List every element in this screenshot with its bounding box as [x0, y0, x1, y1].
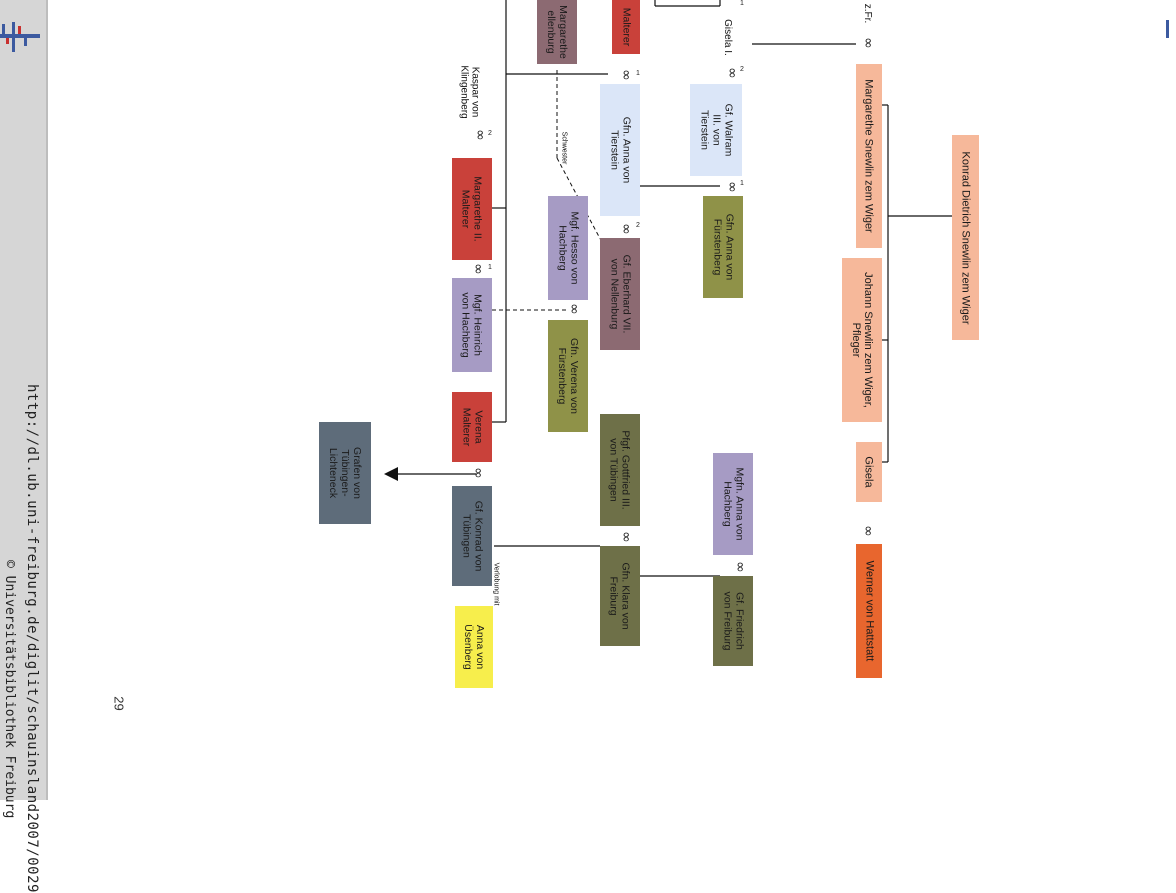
person-name: Verena Malterer	[459, 407, 484, 447]
person-name: Gfn. Verena von Fürstenberg	[556, 338, 581, 414]
person-anna-uesenberg: Anna von Üsenberg	[455, 606, 493, 688]
person-anna-hachberg: Mgfn. Anna von Hachberg	[713, 453, 753, 555]
person-name: Johann Snewlin zem Wiger, Pfleger	[850, 272, 875, 408]
person-johann-snewlin: Johann Snewlin zem Wiger, Pfleger	[842, 258, 882, 422]
marriage-order-2: 2	[488, 130, 492, 137]
person-margarethe-snewlin: Margarethe Snewlin zem Wiger	[856, 64, 882, 248]
label-verlobung: Verlobung mit	[488, 560, 502, 608]
family-tree: Konrad Dietrich Snewlin zem Wiger Margar…	[319, 0, 979, 688]
marriage-icon: ∞	[617, 223, 634, 235]
person-anna-tierstein: Gfn. Anna von Tierstein	[600, 84, 640, 216]
person-name: Gfn. Klara von Freiburg	[608, 562, 632, 630]
person-name: Gfn. Anna von Tierstein	[608, 116, 632, 184]
label-text: Schwester	[560, 131, 567, 165]
marriage-order-1: 1	[740, 0, 744, 7]
person-name: Konrad Dietrich Snewlin zem Wiger	[959, 150, 972, 325]
marriage-icon: ∞	[565, 303, 582, 315]
person-name: Grafen von Tübingen- Lichteneck	[326, 447, 363, 499]
marriage-icon: ∞	[617, 69, 634, 81]
person-name: Mgf. Heinrich von Hachberg	[460, 292, 484, 358]
label-schwester: Schwester	[556, 128, 570, 168]
person-werner-hattstatt: Werner von Hattstatt	[856, 544, 882, 678]
person-name: Anna von Üsenberg	[462, 624, 486, 670]
edge-marker	[1166, 20, 1169, 38]
person-name: Kaspar von Klingenberg	[459, 65, 481, 119]
person-name: Margarethe II. Malterer	[460, 176, 484, 242]
marriage-icon: ∞	[471, 129, 488, 141]
person-name: Gf. Walram III. von Tierstein	[698, 103, 735, 157]
marriage-icon: ∞	[731, 561, 748, 573]
person-name: Gisela I.	[721, 18, 733, 56]
person-walram-tierstein: Gf. Walram III. von Tierstein	[690, 84, 742, 176]
marriage-order-1: 1	[636, 70, 640, 77]
person-name: Gfn. Anna von Fürstenberg	[711, 213, 735, 281]
marriage-icon: ∞	[723, 181, 740, 193]
descendants-grafen-tuebingen: Grafen von Tübingen- Lichteneck	[319, 422, 371, 524]
marriage-order-1: 1	[488, 264, 492, 271]
marriage-order-2: 2	[740, 66, 744, 73]
person-heinrich-hachberg: Mgf. Heinrich von Hachberg	[452, 278, 492, 372]
person-name: Gisela	[863, 456, 875, 488]
person-name: Margarethe ellenburg	[545, 5, 570, 59]
person-hesso-hachberg: Mgf. Hesso von Hachberg	[548, 196, 588, 300]
person-konrad-tuebingen: Gf. Konrad von Tübingen	[452, 486, 492, 586]
label-kaspar-klingenberg: Kaspar von Klingenberg	[450, 60, 490, 124]
university-logo-icon	[0, 22, 40, 52]
marriage-order-1: 1	[740, 180, 744, 187]
person-name: Gf. Friedrich von Freiburg	[721, 591, 746, 651]
person-margarethe-nellenburg: Margarethe ellenburg	[537, 0, 577, 64]
label-text: Verlobung mit	[492, 562, 499, 606]
person-name: Mgf. Hesso von Hachberg	[556, 211, 581, 285]
person-name: Mgfn. Anna von Hachberg	[721, 467, 745, 541]
person-name: Gf. Eberhard VII. von Nellenburg	[608, 254, 633, 334]
marriage-icon: ∞	[859, 37, 876, 49]
person-verena-malterer: Verena Malterer	[452, 392, 492, 462]
person-name: Pfgf. Gottfried III. von Tübingen	[608, 430, 632, 510]
person-name: Werner von Hattstatt	[863, 560, 876, 662]
person-name: Malterer	[620, 7, 633, 47]
person-gottfried-tuebingen: Pfgf. Gottfried III. von Tübingen	[600, 414, 640, 526]
person-anna-fuerstenberg: Gfn. Anna von Fürstenberg	[703, 196, 743, 298]
sidebar-border	[46, 0, 48, 800]
marriage-order-2: 2	[636, 222, 640, 229]
person-gisela: Gisela	[856, 442, 882, 502]
person-margarethe-malterer: Margarethe II. Malterer	[452, 158, 492, 260]
marriage-icon: ∞	[469, 467, 486, 479]
person-konrad-dietrich-snewlin: Konrad Dietrich Snewlin zem Wiger	[952, 135, 979, 340]
person-malterer-top: Malterer	[612, 0, 640, 54]
marriage-icon: ∞	[469, 263, 486, 275]
tree-connector-lines	[384, 0, 952, 577]
label-text: z.Fr.	[862, 3, 874, 23]
person-name: Gf. Konrad von Tübingen	[460, 500, 484, 572]
marriage-icon: ∞	[859, 525, 876, 537]
label-zfr: z.Fr.	[858, 0, 878, 26]
person-verena-fuerstenberg: Gfn. Verena von Fürstenberg	[548, 320, 588, 432]
person-klara-freiburg: Gfn. Klara von Freiburg	[600, 546, 640, 646]
marriage-icon: ∞	[723, 67, 740, 79]
person-eberhard-nellenburg: Gf. Eberhard VII. von Nellenburg	[600, 238, 640, 350]
person-name: Margarethe Snewlin zem Wiger	[863, 79, 876, 233]
label-gisela-i: Gisela I.	[716, 14, 738, 60]
viewer-sidebar	[0, 0, 48, 800]
marriage-icon: ∞	[617, 531, 634, 543]
person-friedrich-freiburg: Gf. Friedrich von Freiburg	[713, 576, 753, 666]
